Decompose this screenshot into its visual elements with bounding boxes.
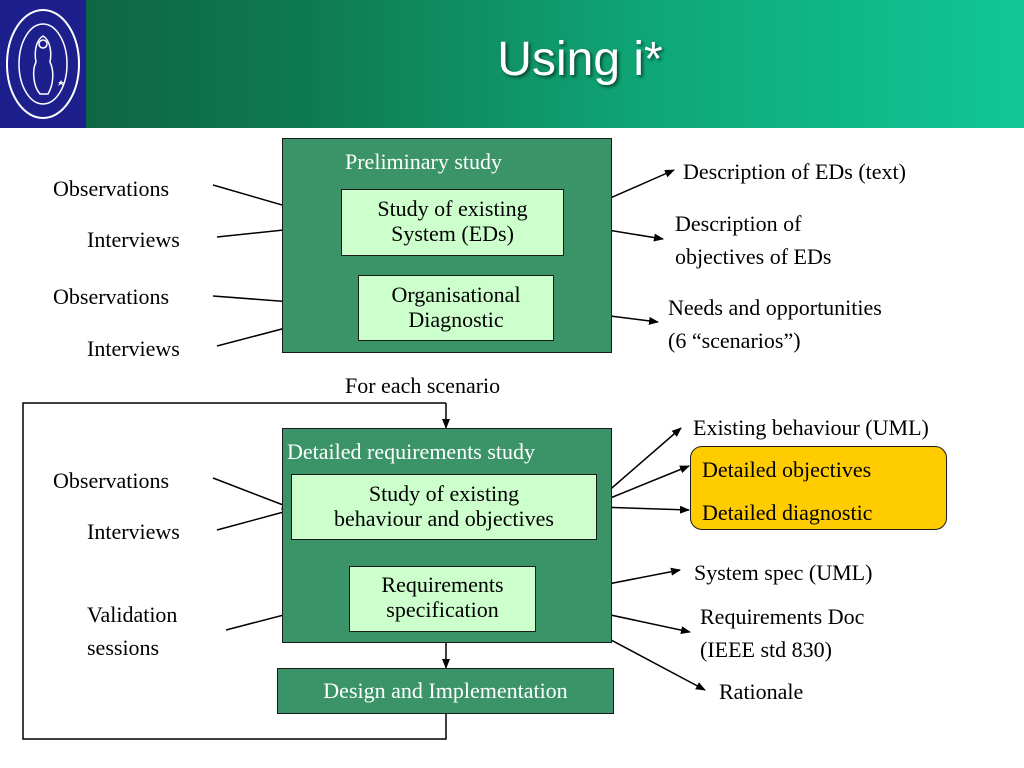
- label-line: objectives of EDs: [675, 244, 832, 269]
- input-validation-sessions: Validation sessions: [87, 598, 177, 664]
- output-system-spec: System spec (UML): [694, 560, 873, 585]
- output-detailed-objectives: Detailed objectives: [702, 457, 872, 482]
- output-detailed-diagnostic: Detailed diagnostic: [702, 500, 873, 525]
- slide-title: Using i*: [497, 33, 663, 86]
- requirements-specification-box: Requirements specification: [349, 566, 536, 632]
- input-observations-1: Observations: [53, 176, 170, 201]
- study-existing-system-box: Study of existing System (EDs): [341, 189, 564, 256]
- label-line: sessions: [87, 635, 160, 660]
- box-line: behaviour and objectives: [334, 506, 554, 531]
- feedback-loop-line: [22, 402, 447, 740]
- output-needs-opportunities: Needs and opportunities (6 “scenarios”): [668, 291, 882, 357]
- detailed-outputs-highlight: [690, 446, 947, 530]
- label-line: Needs and opportunities: [668, 295, 882, 320]
- output-requirements-doc: Requirements Doc (IEEE std 830): [700, 600, 864, 666]
- input-observations-2: Observations: [53, 284, 170, 309]
- output-rationale: Rationale: [719, 679, 804, 704]
- label-line: (6 “scenarios”): [668, 328, 801, 353]
- organisational-diagnostic-box: Organisational Diagnostic: [358, 275, 554, 341]
- input-observations-3: Observations: [53, 468, 170, 493]
- title-bar: Using i*: [0, 0, 1024, 128]
- output-existing-behaviour: Existing behaviour (UML): [693, 415, 929, 440]
- detailed-requirements-title: Detailed requirements study: [287, 439, 536, 464]
- box-line: Requirements: [381, 572, 504, 597]
- box-line: Study of existing: [377, 196, 528, 221]
- box-line: System (EDs): [391, 221, 514, 246]
- loop-label: For each scenario: [345, 373, 501, 398]
- box-line: Organisational: [391, 282, 521, 307]
- label-line: (IEEE std 830): [700, 637, 832, 662]
- input-interviews-2: Interviews: [87, 336, 180, 361]
- output-description-objectives: Description of objectives of EDs: [675, 207, 831, 273]
- input-interviews-3: Interviews: [87, 519, 180, 544]
- label-line: Requirements Doc: [700, 604, 865, 629]
- output-description-eds-text: Description of EDs (text): [683, 159, 906, 184]
- box-line: Study of existing: [368, 481, 520, 506]
- input-interviews-1: Interviews: [87, 227, 180, 252]
- university-seal-logo: [0, 0, 86, 128]
- preliminary-study-title: Preliminary study: [345, 149, 503, 174]
- label-line: Description of: [675, 211, 802, 236]
- box-line: Diagnostic: [408, 307, 504, 332]
- box-line: specification: [386, 597, 499, 622]
- design-implementation-box: Design and Implementation: [277, 668, 614, 714]
- study-existing-behaviour-box: Study of existing behaviour and objectiv…: [291, 474, 597, 540]
- label-line: Validation: [87, 602, 178, 627]
